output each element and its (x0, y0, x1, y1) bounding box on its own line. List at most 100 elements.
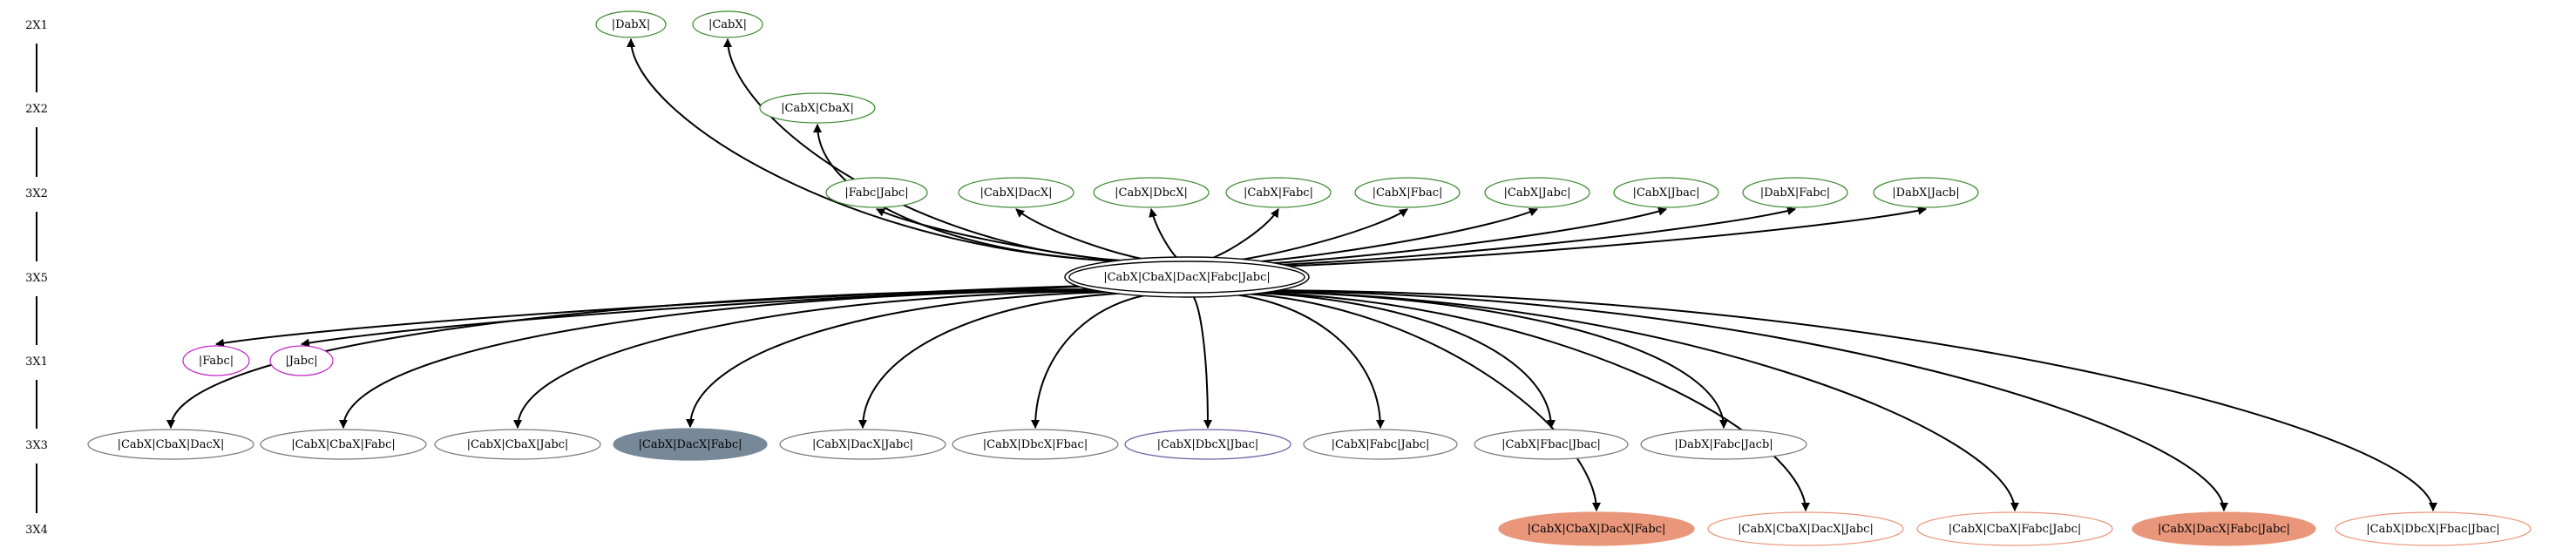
node-label: |CabX|DacX|Fabc|Jabc| (2158, 523, 2290, 536)
edge-to-dabx-fabc (1261, 206, 1796, 267)
node-label: |CabX|DacX|Fabc| (639, 438, 742, 451)
node-label: |CabX|DbcX|Fbac|Jbac| (2366, 523, 2499, 536)
node-label: |CabX|Fbac|Jbac| (1502, 438, 1601, 451)
node-cabx[interactable]: |CabX| (692, 10, 763, 38)
node-cabx-cbax-dacx-jabc[interactable]: |CabX|CbaX|DacX|Jabc| (1707, 511, 1904, 546)
node-label: |Fabc| (199, 355, 234, 368)
node-label: |Jabc| (285, 355, 317, 368)
node-label: |CabX|CbaX|Jabc| (467, 438, 569, 451)
node-label: |CabX|CbaX|DacX| (118, 438, 225, 451)
edge-to-dabx (627, 38, 1157, 263)
node-cabx-dacx-fabc[interactable]: |CabX|DacX|Fabc| (613, 428, 768, 461)
node-cabx-cbax-fabc[interactable]: |CabX|CbaX|Fabc| (260, 429, 427, 460)
node-dabx-fabc[interactable]: |DabX|Fabc| (1742, 177, 1848, 208)
node-label: |DabX|Fabc|Jacb| (1674, 438, 1773, 451)
node-label: |DabX| (612, 18, 651, 31)
nodes: |CabX|CbaX|DacX|Fabc|Jabc| |DabX| |CabX| |C… (87, 10, 2532, 546)
node-shape (182, 345, 250, 376)
edge-to-dabx-jacb (1269, 206, 1927, 268)
node-shape (952, 429, 1119, 460)
node-cabx-fbac-jbac[interactable]: |CabX|Fbac|Jbac| (1474, 429, 1629, 460)
node-cabx-dbcx-fbac-jbac[interactable]: |CabX|DbcX|Fbac|Jbac| (2335, 511, 2532, 546)
node-shape (1613, 177, 1719, 208)
node-cabx-dbcx-fbac[interactable]: |CabX|DbcX|Fbac| (952, 429, 1119, 460)
node-cabx-fabc[interactable]: |CabX|Fabc| (1225, 177, 1332, 208)
node-dabx[interactable]: |DabX| (595, 10, 667, 38)
node-shape (958, 177, 1074, 208)
node-shape (1474, 429, 1629, 460)
node-shape (2132, 511, 2316, 546)
edge-to-cabx-cbax-fabc (339, 288, 1127, 429)
node-label: |Fabc|Jabc| (844, 186, 908, 200)
node-label: |DabX|Jacb| (1892, 186, 1959, 200)
node-label: |CabX|CbaX|DacX|Jabc| (1738, 523, 1874, 536)
node-label: |CabX|CbaX|DacX|Fabc| (1528, 523, 1666, 536)
rank-label-3x4: 3X4 (25, 524, 48, 537)
node-cabx-jbac[interactable]: |CabX|Jbac| (1613, 177, 1719, 208)
node-shape (1124, 429, 1291, 460)
edge-to-cabx-dacx-fabc-jabc (1238, 289, 2228, 511)
node-cabx-dacx-fabc-jabc[interactable]: |CabX|DacX|Fabc|Jabc| (2132, 511, 2316, 546)
node-shape (1916, 511, 2113, 546)
node-root[interactable]: |CabX|CbaX|DacX|Fabc|Jabc| (1064, 256, 1310, 298)
edge-to-cabx-dacx-fabc (686, 290, 1148, 428)
edge-to-cabx-jabc (1238, 207, 1538, 265)
rank-label-3x1: 3X1 (25, 355, 48, 369)
node-shape (595, 10, 667, 38)
rank-label-2x2: 2X2 (25, 103, 48, 116)
node-cabx-dacx-jabc[interactable]: |CabX|DacX|Jabc| (779, 429, 946, 460)
node-shape (1873, 177, 1979, 208)
node-label: |CabX|CbaX| (781, 102, 854, 115)
node-label: |CabX|CbaX|DacX|Fabc|Jabc| (1103, 271, 1271, 284)
node-cabx-cbax-fabc-jabc[interactable]: |CabX|CbaX|Fabc|Jabc| (1916, 511, 2113, 546)
node-shape (1093, 177, 1210, 208)
edge-to-cabx-fbac-jbac (1217, 291, 1556, 429)
node-cabx-cbax-dacx[interactable]: |CabX|CbaX|DacX| (87, 429, 254, 460)
node-cabx-jabc[interactable]: |CabX|Jabc| (1484, 177, 1590, 208)
node-shape (269, 345, 334, 376)
node-shape (1225, 177, 1332, 208)
node-label: |CabX|DacX| (980, 186, 1052, 200)
node-shape (1640, 429, 1807, 460)
node-shape (1068, 261, 1305, 294)
edge-to-cabx-cbax-fabc-jabc (1230, 290, 2019, 511)
edge-to-cabx-dbcx (1149, 208, 1182, 262)
node-label: |CabX|DacX|Jabc| (812, 438, 913, 451)
edge-to-cabx-dbcx-jbac (1188, 291, 1212, 429)
edge-to-dabx-fabc-jacb (1229, 290, 1728, 429)
node-cabx-cbax-dacx-fabc[interactable]: |CabX|CbaX|DacX|Fabc| (1498, 511, 1695, 546)
node-cabx-cbax[interactable]: |CabX|CbaX| (759, 92, 876, 124)
node-shape (260, 429, 427, 460)
node-shape (1484, 177, 1590, 208)
node-fabc[interactable]: |Fabc| (182, 345, 250, 376)
node-cabx-dbcx-jbac[interactable]: |CabX|DbcX|Jbac| (1124, 429, 1291, 460)
node-shape (759, 92, 876, 124)
node-dabx-jacb[interactable]: |DabX|Jacb| (1873, 177, 1979, 208)
node-label: |CabX|CbaX|Fabc|Jabc| (1949, 523, 2082, 536)
edge-to-cabx-fbac (1222, 208, 1408, 263)
node-jabc[interactable]: |Jabc| (269, 345, 334, 376)
node-cabx-dbcx[interactable]: |CabX|DbcX| (1093, 177, 1210, 208)
node-cabx-fabc-jabc[interactable]: |CabX|Fabc|Jabc| (1303, 429, 1458, 460)
node-shape (1498, 511, 1695, 546)
edge-to-cabx (723, 38, 1162, 263)
rank-label-3x3: 3X3 (25, 439, 48, 452)
node-cabx-dacx[interactable]: |CabX|DacX| (958, 177, 1074, 208)
node-shape (87, 429, 254, 460)
node-cabx-fbac[interactable]: |CabX|Fbac| (1354, 177, 1461, 208)
edges (166, 38, 2437, 511)
rank-label-2x1: 2X1 (25, 19, 48, 32)
edge-to-cabx-cbax-dacx (166, 288, 1119, 429)
edge-to-fabc (215, 284, 1096, 348)
node-label: |CabX|Jabc| (1504, 186, 1571, 200)
node-dabx-fabc-jacb[interactable]: |DabX|Fabc|Jacb| (1640, 429, 1807, 460)
node-shape (434, 429, 601, 460)
node-cabx-cbax-jabc[interactable]: |CabX|CbaX|Jabc| (434, 429, 601, 460)
edge-to-cabx-cbax-jabc (513, 289, 1136, 429)
edge-to-cabx-jbac (1251, 206, 1667, 266)
node-fabc-jabc[interactable]: |Fabc|Jabc| (825, 177, 928, 208)
node-label: |CabX|DbcX| (1115, 186, 1188, 200)
rank-label-3x2: 3X2 (25, 187, 48, 200)
